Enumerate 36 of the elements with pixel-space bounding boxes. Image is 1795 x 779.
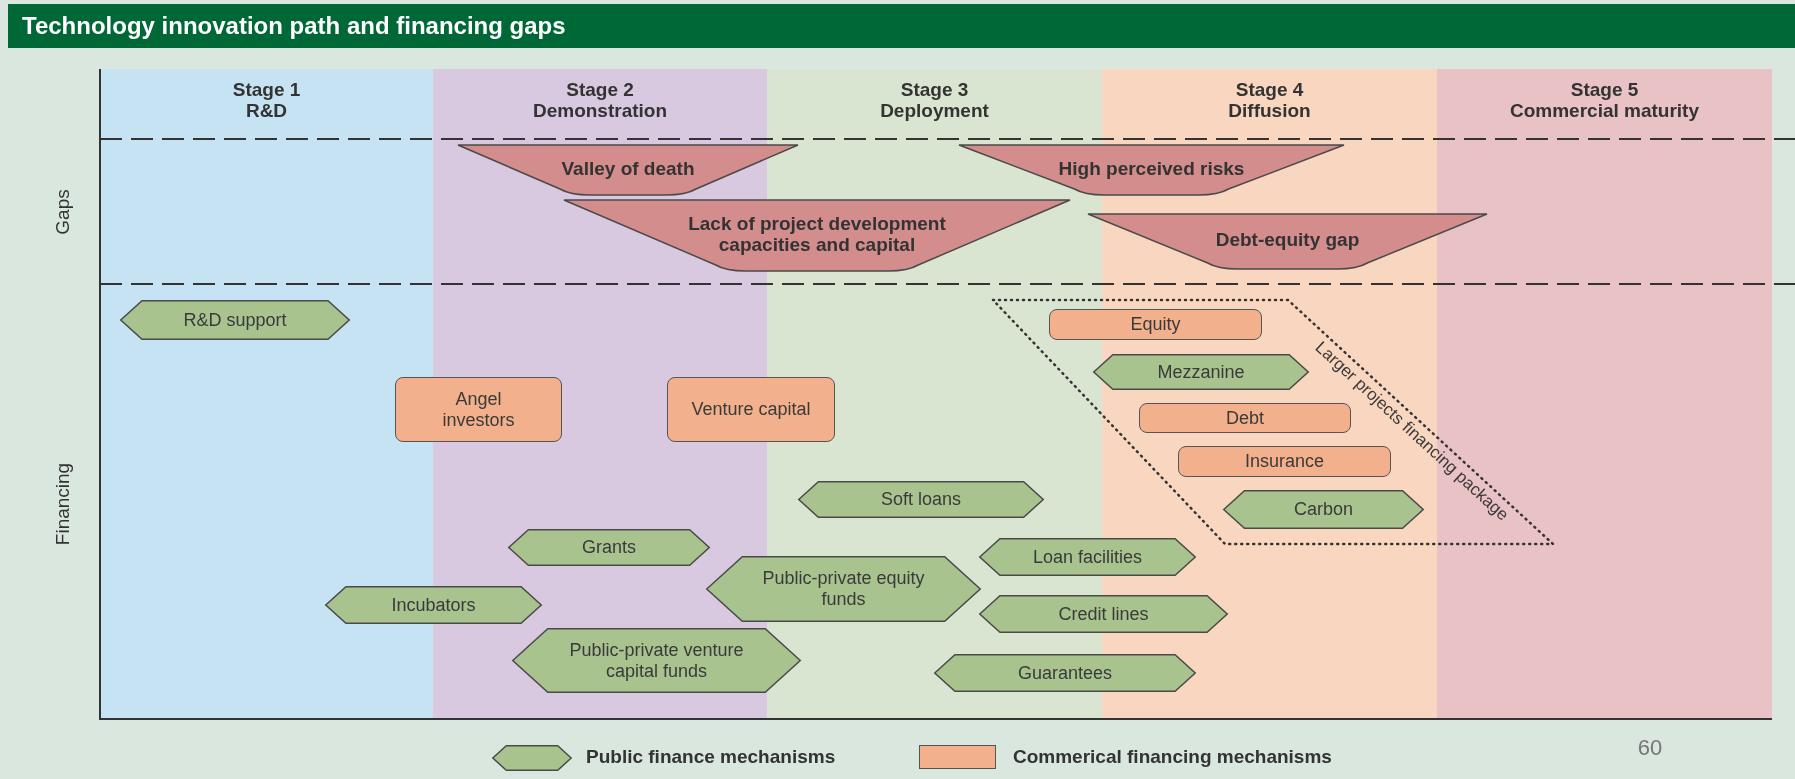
title-bar: Technology innovation path and financing gaps: [8, 4, 1795, 48]
stage-number: Stage 5: [1569, 79, 1640, 101]
public-finance-tag: Credit lines: [979, 595, 1228, 633]
stage-number: Stage 3: [899, 79, 970, 101]
commercial-finance-tag: Insurance: [1178, 446, 1391, 477]
public-finance-tag: Soft loans: [798, 481, 1044, 518]
row-label: Gaps: [52, 189, 74, 235]
public-finance-tag: Grants: [508, 529, 710, 566]
gap-banner: Valley of death: [458, 145, 798, 195]
public-finance-tag: Mezzanine: [1093, 354, 1309, 390]
stage-name: Diffusion: [1227, 100, 1312, 122]
stage-name: R&D: [244, 100, 289, 122]
stage-name: Deployment: [879, 100, 990, 122]
public-finance-tag: Loan facilities: [979, 538, 1196, 576]
stage-number: Stage 1: [231, 79, 302, 101]
commercial-finance-tag: Debt: [1139, 403, 1351, 433]
legend-text: Public finance mechanisms: [586, 746, 836, 768]
legend-text: Commerical financing mechanisms: [1013, 746, 1332, 768]
commercial-finance-tag: Venture capital: [667, 377, 835, 442]
stage-number: Stage 4: [1234, 79, 1305, 101]
commercial-finance-tag: Equity: [1049, 309, 1262, 340]
page-number: 60: [1637, 735, 1663, 761]
row-label: Financing: [52, 462, 74, 546]
gap-banner: High perceived risks: [959, 145, 1344, 195]
public-finance-tag: Carbon: [1223, 490, 1424, 529]
public-finance-tag: Guarantees: [934, 654, 1196, 692]
public-finance-tag: Incubators: [325, 586, 542, 624]
gap-banner: Debt-equity gap: [1088, 214, 1487, 269]
stage-number: Stage 2: [565, 79, 635, 101]
stage-name: Demonstration: [531, 100, 669, 122]
commercial-finance-tag: Angel investors: [395, 377, 562, 442]
public-finance-tag: Public-private venture capital funds: [512, 628, 801, 693]
gap-banner: Lack of project development capacities and capital: [564, 200, 1070, 271]
stage-name: Commercial maturity: [1509, 100, 1700, 122]
public-finance-tag: Public-private equity funds: [706, 556, 981, 622]
public-finance-tag: R&D support: [120, 300, 350, 340]
